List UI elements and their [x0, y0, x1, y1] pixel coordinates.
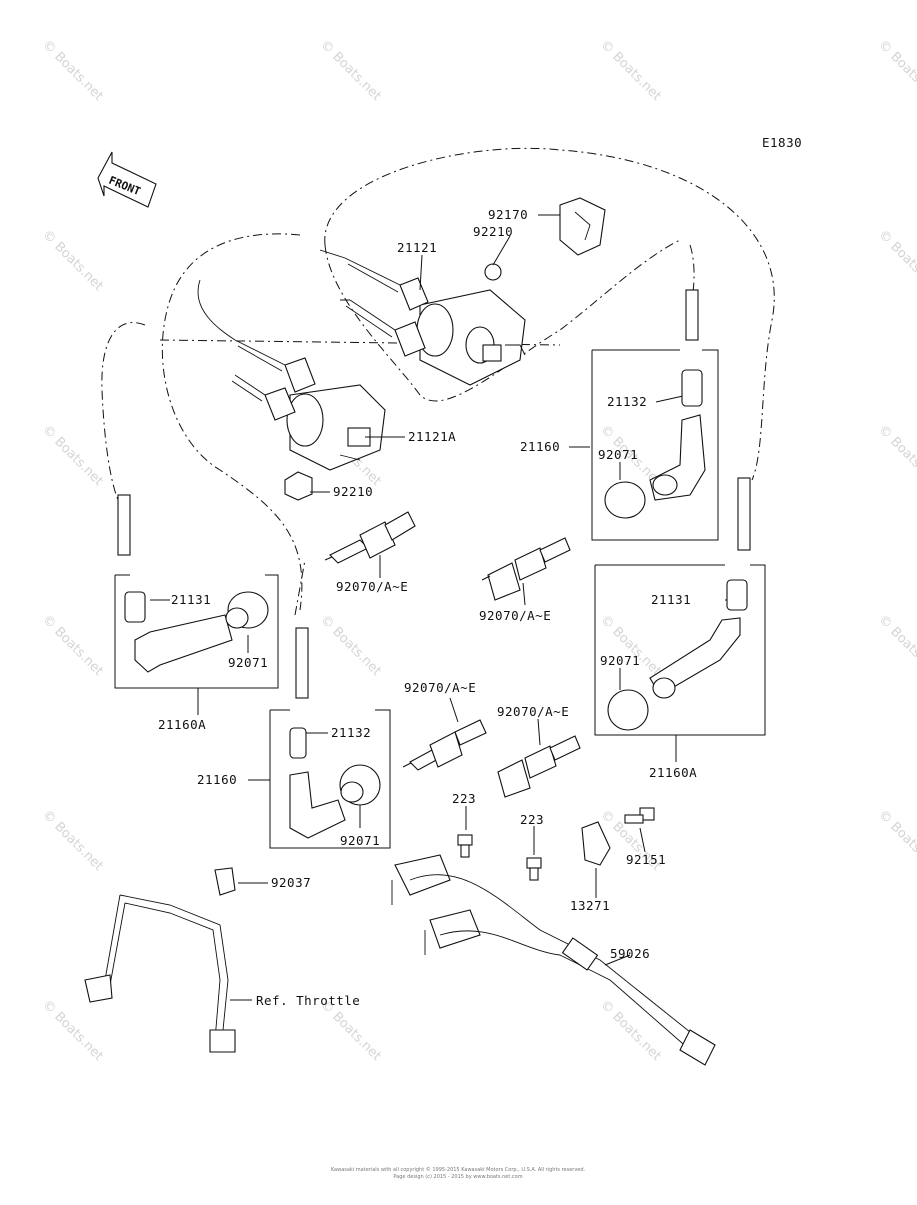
watermark-text: © Boats.net: [39, 422, 106, 489]
watermark-text: © Boats.net: [875, 227, 917, 294]
plug-cap-upper-right: [604, 289, 706, 519]
part-labels: 92170 92210 21121 21121A 92210 21132 211…: [158, 207, 697, 1008]
label-21132-upper: 21132: [607, 394, 647, 409]
label-21160-upper: 21160: [520, 439, 560, 454]
watermarks: © Boats.net © Boats.net © Boats.net © Bo…: [39, 37, 917, 1064]
diagram-code: E1830: [762, 135, 802, 150]
spark-plug-4: [497, 735, 581, 798]
label-92070-4: 92070/A~E: [497, 704, 569, 719]
ignition-coil-upper: [319, 249, 526, 386]
label-92071-right: 92071: [600, 653, 640, 668]
watermark-text: © Boats.net: [875, 612, 917, 679]
label-21121: 21121: [397, 240, 437, 255]
bracket-92170: [559, 197, 606, 256]
bolt-223-b: [526, 857, 542, 881]
watermark-text: © Boats.net: [39, 37, 106, 104]
label-92071-lower: 92071: [340, 833, 380, 848]
label-92037: 92037: [271, 875, 311, 890]
label-ref-throttle: Ref. Throttle: [256, 993, 360, 1008]
label-92210-upper: 92210: [473, 224, 513, 239]
label-21132-lower: 21132: [331, 725, 371, 740]
plug-cap-left: [117, 494, 269, 673]
watermark-text: © Boats.net: [39, 807, 106, 874]
footer-copyright: Kawasaki materials with all copyright © …: [331, 1166, 586, 1180]
watermark-text: © Boats.net: [875, 37, 917, 104]
label-92071-upper: 92071: [598, 447, 638, 462]
label-13271: 13271: [570, 898, 610, 913]
watermark-text: © Boats.net: [875, 422, 917, 489]
label-92070-1: 92070/A~E: [336, 579, 408, 594]
label-92070-3: 92070/A~E: [404, 680, 476, 695]
footer-line-1: Kawasaki materials with all copyright © …: [331, 1166, 586, 1173]
watermark-text: © Boats.net: [597, 37, 664, 104]
watermark-text: © Boats.net: [317, 37, 384, 104]
label-21160A-left: 21160A: [158, 717, 206, 732]
watermark-text: © Boats.net: [597, 612, 664, 679]
spark-plug-2: [481, 537, 571, 601]
label-21160A-right: 21160A: [649, 765, 697, 780]
watermark-text: © Boats.net: [39, 612, 106, 679]
group-boxes: [114, 349, 766, 849]
label-92151: 92151: [626, 852, 666, 867]
label-223-b: 223: [520, 812, 544, 827]
watermark-text: © Boats.net: [39, 227, 106, 294]
footer-line-2: Page design (c) 2015 - 2015 by www.boats…: [393, 1174, 522, 1180]
plug-cap-lower-right: [607, 477, 751, 731]
label-92070-2: 92070/A~E: [479, 608, 551, 623]
spark-plug-3: [402, 719, 487, 771]
label-59026: 59026: [610, 946, 650, 961]
watermark-text: © Boats.net: [597, 997, 664, 1064]
label-21131-right: 21131: [651, 592, 691, 607]
leader-lines: [150, 214, 740, 1001]
label-21131-left: 21131: [171, 592, 211, 607]
spark-plug-1: [324, 511, 416, 564]
label-21121A: 21121A: [408, 429, 456, 444]
label-92210-lower: 92210: [333, 484, 373, 499]
front-arrow-icon: FRONT: [97, 151, 157, 208]
label-92170: 92170: [488, 207, 528, 222]
ignition-coil-lower: [197, 279, 386, 501]
watermark-text: © Boats.net: [317, 612, 384, 679]
label-21160-lower: 21160: [197, 772, 237, 787]
watermark-text: © Boats.net: [39, 997, 106, 1064]
label-92071-left: 92071: [228, 655, 268, 670]
watermark-text: © Boats.net: [875, 807, 917, 874]
bracket-92037: [84, 867, 236, 1053]
wire-harness-59026: [391, 854, 716, 1066]
bolt-223-a: [457, 834, 473, 858]
bolt-92151: [624, 807, 655, 824]
clamp-13271: [581, 821, 611, 866]
plug-cap-middle: [289, 627, 381, 839]
label-223-a: 223: [452, 791, 476, 806]
wire-routes: [101, 147, 775, 616]
